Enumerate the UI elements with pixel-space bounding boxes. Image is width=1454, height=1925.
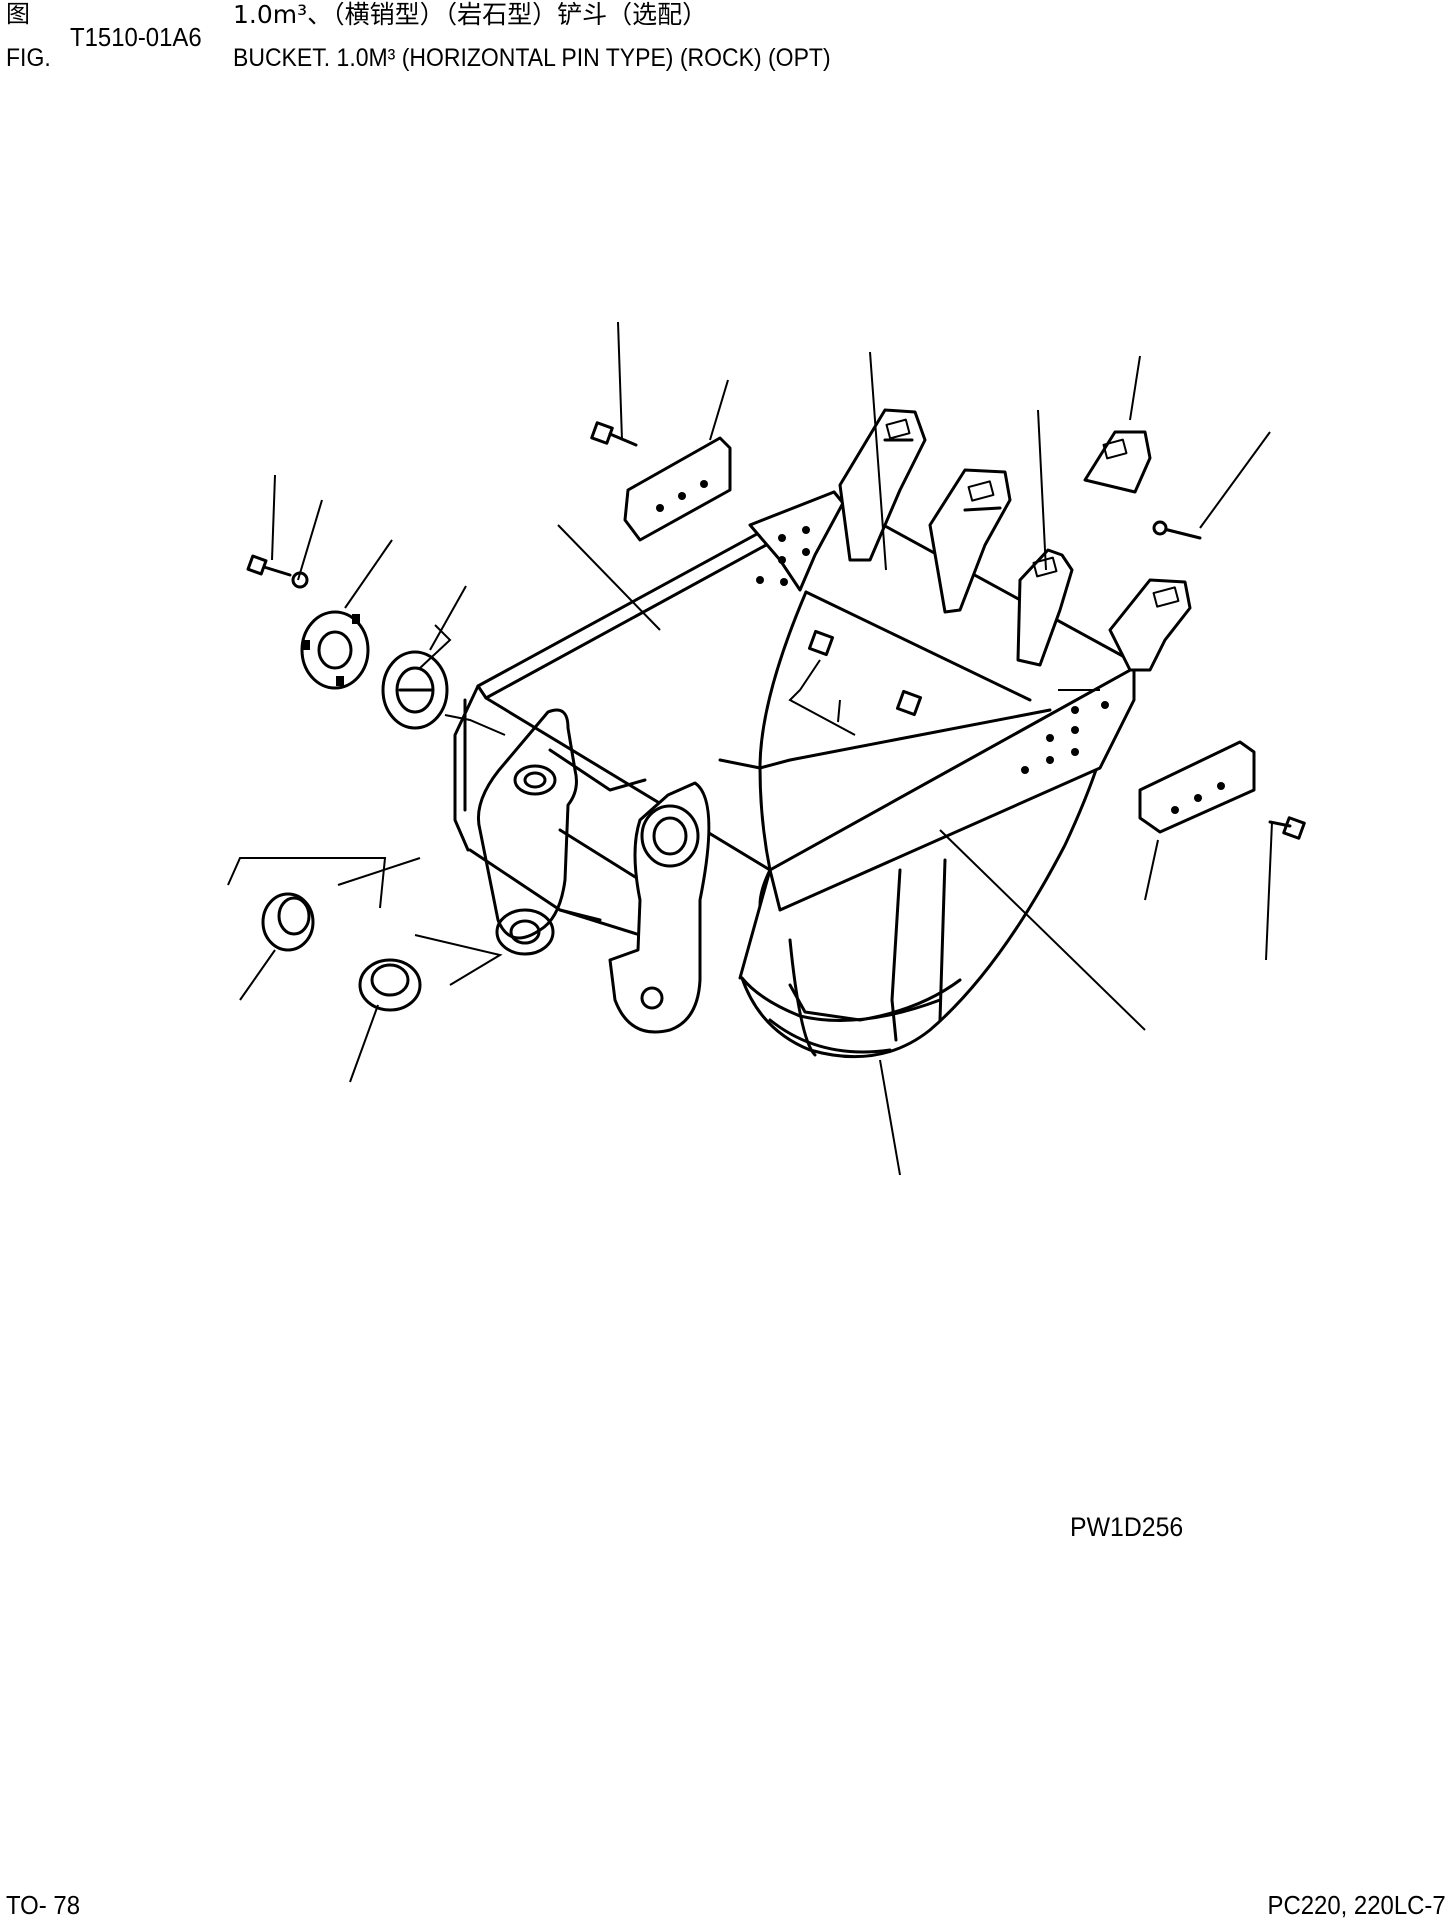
left-side-plate	[748, 490, 845, 592]
right-boss-plate	[608, 781, 711, 1034]
side-cutter-right	[1138, 740, 1256, 834]
tooth-pin	[1152, 520, 1202, 540]
bucket-tooth-4	[1083, 430, 1152, 494]
cutter-bolt-top	[590, 421, 638, 447]
right-side-plate	[768, 666, 1136, 912]
figure-title-chinese: 1.0m³、（横销型）（岩石型）铲斗（选配）	[233, 0, 708, 29]
leader-lines	[227, 321, 1273, 1176]
bucket-tooth-1	[838, 408, 927, 562]
figure-number: T1510-01A6	[70, 22, 202, 52]
plug-1	[261, 892, 315, 952]
cutter-bolt-right	[1268, 816, 1306, 840]
bucket-tooth-2	[928, 468, 1012, 614]
figure-header: 图 FIG. T1510-01A6 1.0m³、（横销型）（岩石型）铲斗（选配）…	[0, 0, 1454, 80]
figure-title-english: BUCKET. 1.0M³ (HORIZONTAL PIN TYPE) (ROC…	[233, 44, 831, 72]
figure-label-english: FIG.	[6, 44, 51, 72]
shim-connector	[419, 624, 452, 669]
bucket-tooth-5	[1108, 578, 1192, 672]
left-boss-plate	[476, 708, 578, 956]
bucket-tooth-3	[1016, 548, 1074, 667]
plug-2	[358, 958, 422, 1012]
drawing-code: PW1D256	[1070, 1512, 1184, 1542]
shim	[381, 650, 449, 730]
machine-model: PC220, 220LC-7	[1267, 1890, 1446, 1920]
nut-1	[807, 629, 835, 657]
figure-label-chinese: 图	[6, 0, 30, 28]
boss-bolt	[246, 554, 309, 589]
page-number: TO- 78	[6, 1890, 81, 1920]
side-cutter-left	[623, 436, 732, 542]
nut-2	[895, 689, 923, 717]
boss-ring	[300, 610, 370, 690]
